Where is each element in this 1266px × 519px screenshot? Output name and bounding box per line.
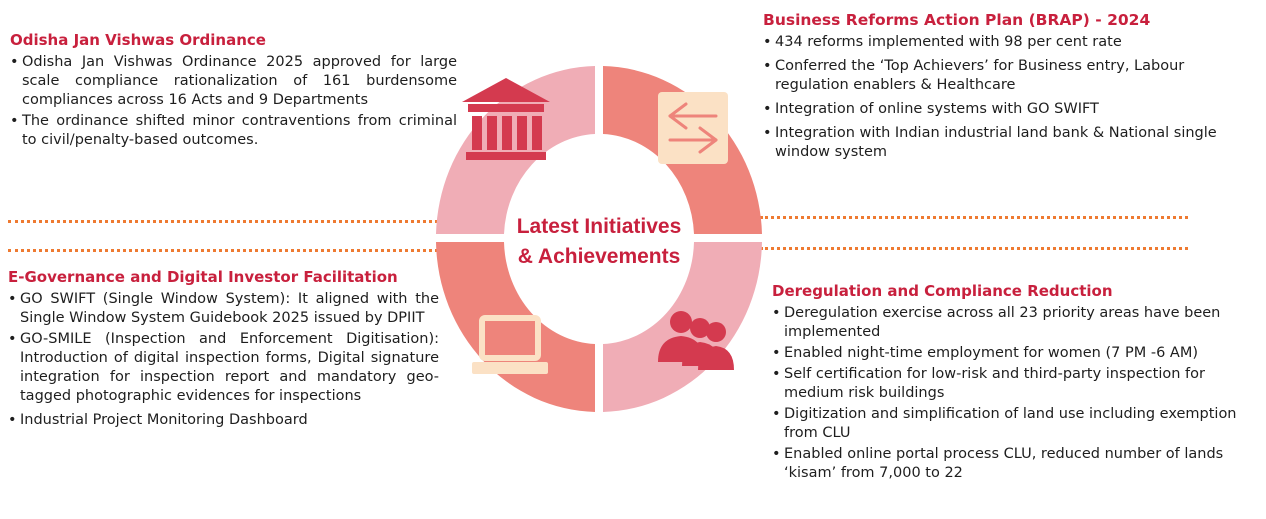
list-item: Odisha Jan Vishwas Ordinance 2025 approv… <box>10 53 457 110</box>
center-title-line1: Latest Initiatives <box>517 215 682 238</box>
list-item: 434 reforms implemented with 98 per cent… <box>763 33 1261 52</box>
laptop-icon <box>472 315 548 374</box>
list-item: Industrial Project Monitoring Dashboard <box>8 411 439 430</box>
list-item: Integration with Indian industrial land … <box>763 124 1261 162</box>
ordinance-list: Odisha Jan Vishwas Ordinance 2025 approv… <box>10 53 457 150</box>
list-item: Enabled online portal process CLU, reduc… <box>772 445 1262 483</box>
separator-left-top <box>8 220 438 223</box>
dereg-panel: Deregulation and Compliance Reduction De… <box>772 281 1262 485</box>
egov-list: GO SWIFT (Single Window System): It alig… <box>8 290 439 430</box>
list-item: Enabled night-time employment for women … <box>772 344 1262 363</box>
brap-panel: Business Reforms Action Plan (BRAP) - 20… <box>763 10 1261 164</box>
cycle-diagram: Latest Initiatives & Achievements <box>436 66 762 412</box>
separator-right-top <box>760 216 1188 219</box>
government-building-icon <box>462 78 550 160</box>
list-item: Deregulation exercise across all 23 prio… <box>772 304 1262 342</box>
people-group-icon <box>658 311 734 370</box>
separator-right-bottom <box>760 247 1188 250</box>
ring-segment-top-left <box>436 66 595 234</box>
brap-title: Business Reforms Action Plan (BRAP) - 20… <box>763 11 1151 29</box>
list-item: Digitization and simplification of land … <box>772 405 1262 443</box>
egov-panel: E-Governance and Digital Investor Facili… <box>8 267 439 432</box>
egov-title: E-Governance and Digital Investor Facili… <box>8 268 398 286</box>
list-item: GO-SMILE (Inspection and Enforcement Dig… <box>8 330 439 406</box>
brap-list: 434 reforms implemented with 98 per cent… <box>763 33 1261 162</box>
ring-segment-bottom-left <box>436 242 595 412</box>
list-item: Self certification for low-risk and thir… <box>772 365 1262 403</box>
exchange-arrows-icon <box>658 92 728 164</box>
dereg-list: Deregulation exercise across all 23 prio… <box>772 304 1262 483</box>
dereg-title: Deregulation and Compliance Reduction <box>772 282 1113 300</box>
ordinance-panel: Odisha Jan Vishwas Ordinance Odisha Jan … <box>10 30 457 152</box>
list-item: Conferred the ‘Top Achievers’ for Busine… <box>763 57 1261 95</box>
ordinance-title: Odisha Jan Vishwas Ordinance <box>10 31 266 49</box>
center-title-line2: & Achievements <box>518 245 681 268</box>
list-item: GO SWIFT (Single Window System): It alig… <box>8 290 439 328</box>
separator-left-bottom <box>8 249 438 252</box>
list-item: Integration of online systems with GO SW… <box>763 100 1261 119</box>
list-item: The ordinance shifted minor contraventio… <box>10 112 457 150</box>
